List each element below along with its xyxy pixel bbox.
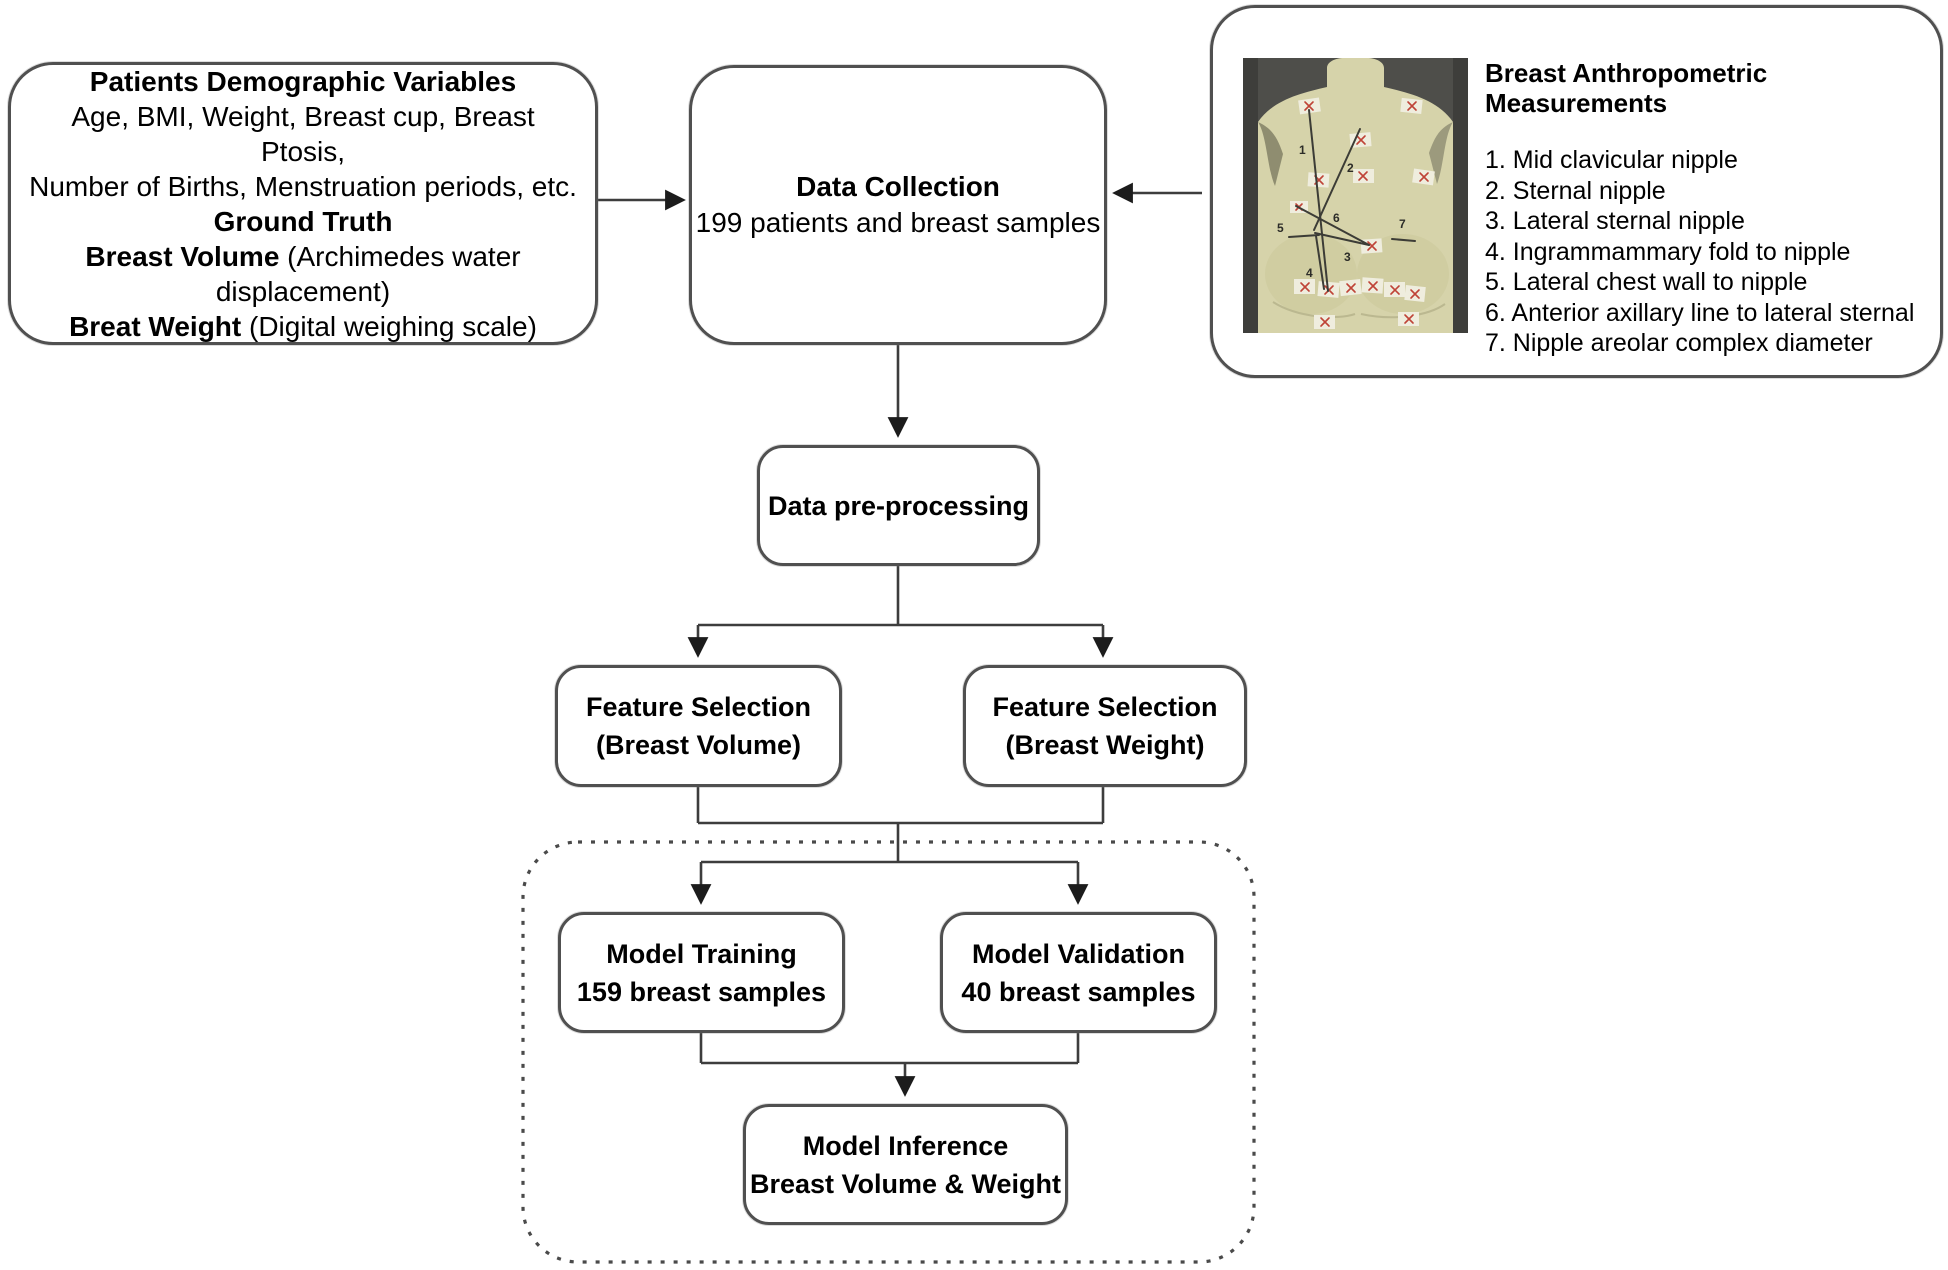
ground-truth-volume-line: Breast Volume (Archimedes water displace… (29, 239, 577, 309)
demographics-line2: Number of Births, Menstruation periods, … (29, 170, 577, 202)
photo-marker-1: 1 (1299, 143, 1306, 157)
measurement-item-3: 3. Lateral sternal nipple (1485, 207, 1745, 235)
preprocessing-box: Data pre-processing (757, 445, 1040, 566)
volume-method: (Archimedes water displacement) (215, 240, 521, 307)
demographics-box: Patients Demographic Variables Age, BMI,… (8, 62, 598, 345)
demographics-title: Patients Demographic Variables (89, 65, 517, 97)
measurement-item-7: 7. Nipple areolar complex diameter (1485, 329, 1873, 357)
photo-marker-3: 3 (1344, 250, 1351, 264)
feature-volume-line1: Feature Selection (585, 692, 812, 722)
weight-method: (Digital weighing scale) (241, 310, 537, 342)
model-validation-line1: Model Validation (971, 938, 1186, 969)
model-validation-line2: 40 breast samples (961, 976, 1196, 1007)
model-validation-box: Model Validation 40 breast samples (940, 912, 1217, 1033)
photo-marker-2: 2 (1347, 161, 1354, 175)
ground-truth-title: Ground Truth (213, 205, 393, 237)
model-inference-box: Model Inference Breast Volume & Weight (743, 1104, 1068, 1225)
data-collection-box: Data Collection 199 patients and breast … (689, 65, 1107, 345)
model-training-line1: Model Training (606, 938, 797, 969)
model-inference-line2: Breast Volume & Weight (749, 1168, 1062, 1199)
measurement-item-5: 5. Lateral chest wall to nipple (1485, 268, 1808, 296)
feature-volume-line2: (Breast Volume) (595, 730, 802, 760)
preprocessing-title: Data pre-processing (767, 490, 1030, 521)
photo-marker-5: 5 (1277, 221, 1284, 235)
model-training-line2: 159 breast samples (576, 976, 827, 1007)
measurement-item-6: 6. Anterior axillary line to lateral ste… (1485, 298, 1915, 327)
model-inference-line1: Model Inference (802, 1130, 1009, 1161)
model-training-box: Model Training 159 breast samples (558, 912, 845, 1033)
data-collection-title: Data Collection (796, 171, 1000, 202)
anthropometric-title: Breast Anthropometric Measurements (1485, 58, 1768, 118)
volume-label: Breast Volume (85, 240, 280, 272)
data-collection-subtitle: 199 patients and breast samples (695, 207, 1101, 238)
photo-marker-4: 4 (1306, 266, 1313, 280)
weight-label: Breat Weight (69, 310, 242, 342)
torso-photo: 1 2 3 4 5 6 7 (1243, 58, 1468, 333)
feature-weight-line1: Feature Selection (992, 692, 1218, 722)
measurement-item-4: 4. Ingrammammary fold to nipple (1485, 237, 1851, 266)
measurement-list: 1. Mid clavicular nipple 2. Sternal nipp… (1485, 145, 1935, 359)
photo-marker-6: 6 (1333, 211, 1340, 225)
demographics-line1: Age, BMI, Weight, Breast cup, Breast Pto… (71, 100, 535, 167)
measurement-item-1: 1. Mid clavicular nipple (1485, 146, 1738, 174)
anthropometric-text-block: Breast Anthropometric Measurements 1. Mi… (1485, 58, 1935, 359)
anthropometric-box: 1 2 3 4 5 6 7 Breast Anthropometric Meas… (1210, 5, 1943, 378)
feature-selection-volume-box: Feature Selection (Breast Volume) (555, 665, 842, 787)
photo-marker-7: 7 (1399, 217, 1406, 231)
feature-weight-line2: (Breast Weight) (1005, 730, 1205, 760)
ground-truth-weight-line: Breat Weight (Digital weighing scale) (69, 309, 537, 344)
feature-selection-weight-box: Feature Selection (Breast Weight) (963, 665, 1247, 787)
measurement-item-2: 2. Sternal nipple (1485, 176, 1666, 205)
